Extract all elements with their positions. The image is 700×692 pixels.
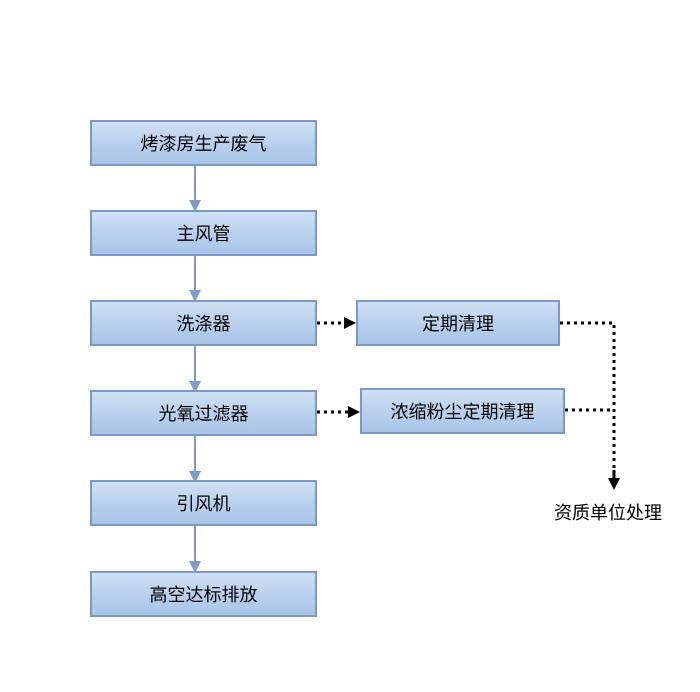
process-box-label: 高空达标排放 <box>149 585 258 606</box>
process-box-source: 烤漆房生产废气 <box>90 120 317 166</box>
process-box-high-altitude-discharge: 高空达标排放 <box>90 571 317 617</box>
side-box-label: 浓缩粉尘定期清理 <box>390 402 535 423</box>
side-box-label: 定期清理 <box>422 314 494 335</box>
process-box-label: 光氧过滤器 <box>158 404 249 425</box>
process-box-photo-oxidation-filter: 光氧过滤器 <box>90 390 317 436</box>
dotted-connector-cleaning <box>560 321 616 478</box>
side-box-concentrated-dust-cleaning: 浓缩粉尘定期清理 <box>360 388 565 434</box>
process-box-label: 主风管 <box>176 224 231 245</box>
qualified-unit-disposal-label: 资质单位处理 <box>554 503 662 524</box>
process-box-main-duct: 主风管 <box>90 210 317 256</box>
process-box-label: 烤漆房生产废气 <box>140 134 267 155</box>
process-box-scrubber: 洗涤器 <box>90 300 317 346</box>
process-box-label: 洗涤器 <box>176 314 231 335</box>
process-box-label: 引风机 <box>176 494 231 515</box>
process-box-induced-fan: 引风机 <box>90 480 317 526</box>
side-box-periodic-cleaning: 定期清理 <box>356 300 560 346</box>
